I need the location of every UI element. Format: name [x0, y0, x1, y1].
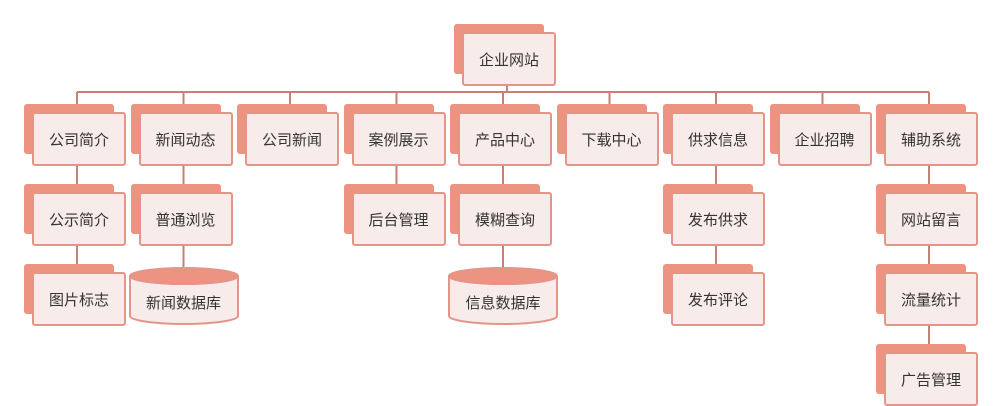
node-label: 发布供求 [671, 192, 765, 246]
child-node: 普通浏览 [130, 184, 233, 246]
child-node: 发布评论 [663, 264, 765, 326]
module-node: 案例展示 [343, 104, 446, 166]
child-node: 公示简介 [24, 184, 126, 246]
module-node: 供求信息 [663, 104, 765, 166]
child-node: 流量统计 [876, 264, 978, 326]
database-cylinder-icon [128, 267, 239, 325]
node-label: 发布评论 [671, 272, 765, 326]
node-label: 普通浏览 [138, 192, 233, 246]
child-node: 广告管理 [876, 344, 978, 406]
database-cylinder-icon [448, 267, 558, 325]
database-node: 新闻数据库 [128, 266, 240, 328]
module-node: 公司简介 [24, 104, 126, 166]
database-node: 信息数据库 [447, 266, 559, 328]
module-node: 新闻动态 [130, 104, 233, 166]
module-node: 公司新闻 [237, 104, 339, 166]
child-node: 网站留言 [876, 184, 978, 246]
node-label: 公示简介 [32, 192, 126, 246]
child-node: 后台管理 [343, 184, 446, 246]
node-label: 辅助系统 [884, 112, 978, 166]
module-node: 产品中心 [450, 104, 552, 166]
child-node: 发布供求 [663, 184, 765, 246]
module-node: 辅助系统 [876, 104, 978, 166]
node-label: 信息数据库 [465, 293, 541, 312]
root-node: 企业网站 [454, 24, 556, 86]
node-label: 广告管理 [884, 352, 978, 406]
node-label: 模糊查询 [458, 192, 552, 246]
node-label: 案例展示 [351, 112, 446, 166]
node-label: 下载中心 [564, 112, 659, 166]
child-node: 图片标志 [24, 264, 126, 326]
node-label: 流量统计 [884, 272, 978, 326]
node-label: 公司简介 [32, 112, 126, 166]
node-label: 后台管理 [351, 192, 446, 246]
node-label: 图片标志 [32, 272, 126, 326]
node-label: 新闻动态 [138, 112, 233, 166]
module-node: 企业招聘 [769, 104, 872, 166]
node-label: 企业网站 [462, 32, 556, 86]
node-label: 产品中心 [458, 112, 552, 166]
node-label: 网站留言 [884, 192, 978, 246]
child-node: 模糊查询 [450, 184, 552, 246]
node-label: 企业招聘 [777, 112, 872, 166]
module-node: 下载中心 [556, 104, 659, 166]
node-label: 新闻数据库 [145, 293, 221, 312]
node-label: 公司新闻 [245, 112, 339, 166]
node-label: 供求信息 [671, 112, 765, 166]
